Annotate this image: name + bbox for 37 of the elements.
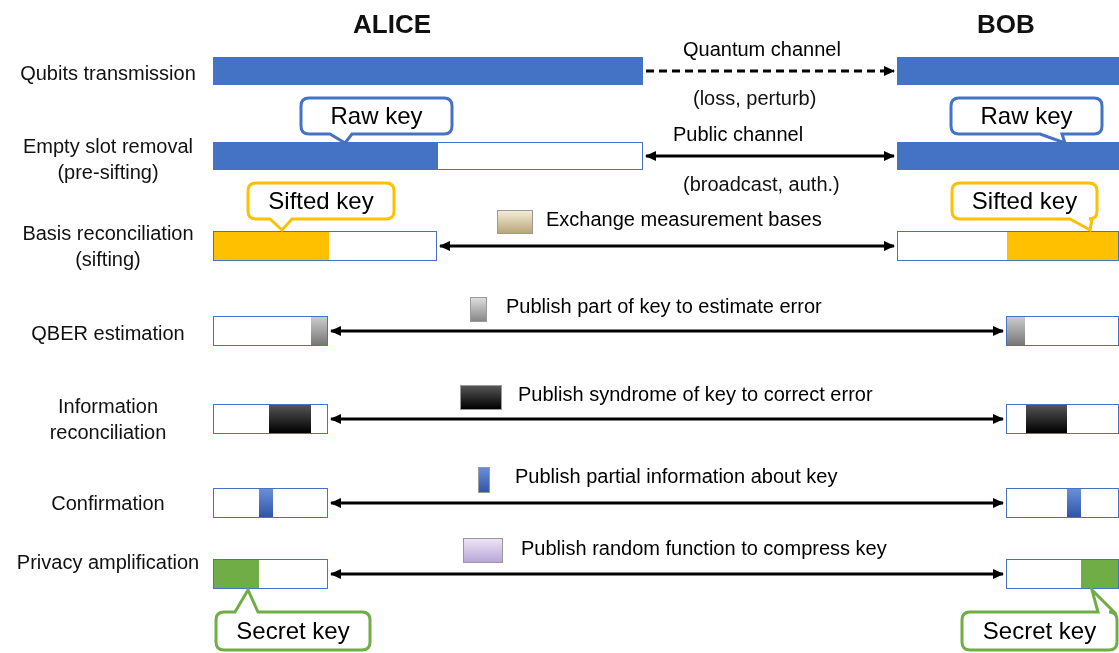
step-label: Qubits transmission: [19, 61, 197, 86]
key-bar: [1006, 559, 1119, 589]
key-bar: [213, 559, 328, 589]
callout: Raw key: [301, 98, 452, 143]
key-bar: [897, 231, 1119, 261]
party-heading: ALICE: [353, 8, 431, 41]
key-bar: [1006, 404, 1119, 434]
step-label: Information reconciliation: [48, 394, 168, 445]
callout: Sifted key: [248, 183, 394, 230]
arrow: [646, 66, 895, 76]
arrow: [330, 326, 1004, 336]
step-label: QBER estimation: [30, 321, 186, 346]
key-bar: [1006, 316, 1119, 346]
key-bar: [213, 57, 643, 85]
channel-note: (broadcast, auth.): [683, 172, 840, 197]
callout: Sifted key: [952, 183, 1097, 230]
key-bar: [213, 488, 328, 518]
arrow: [330, 498, 1004, 508]
callout: Secret key: [216, 590, 370, 650]
arrow: [330, 569, 1004, 579]
key-bar: [897, 142, 1119, 170]
arrow: [439, 241, 895, 251]
channel-note: (loss, perturb): [693, 86, 817, 111]
key-bar: [213, 316, 328, 346]
step-label: Privacy amplification: [15, 550, 201, 575]
key-bar: [897, 57, 1119, 85]
key-bar: [1006, 488, 1119, 518]
arrow: [645, 151, 895, 161]
step-label: Confirmation: [50, 491, 166, 516]
key-bar: [213, 231, 437, 261]
key-bar: [213, 404, 328, 434]
arrow: [330, 414, 1004, 424]
party-heading: BOB: [977, 8, 1035, 41]
key-bar: [213, 142, 643, 170]
callout: Raw key: [951, 98, 1102, 143]
step-label: Basis reconciliation (sifting): [21, 221, 195, 272]
step-label: Empty slot removal (pre-sifting): [21, 134, 195, 185]
